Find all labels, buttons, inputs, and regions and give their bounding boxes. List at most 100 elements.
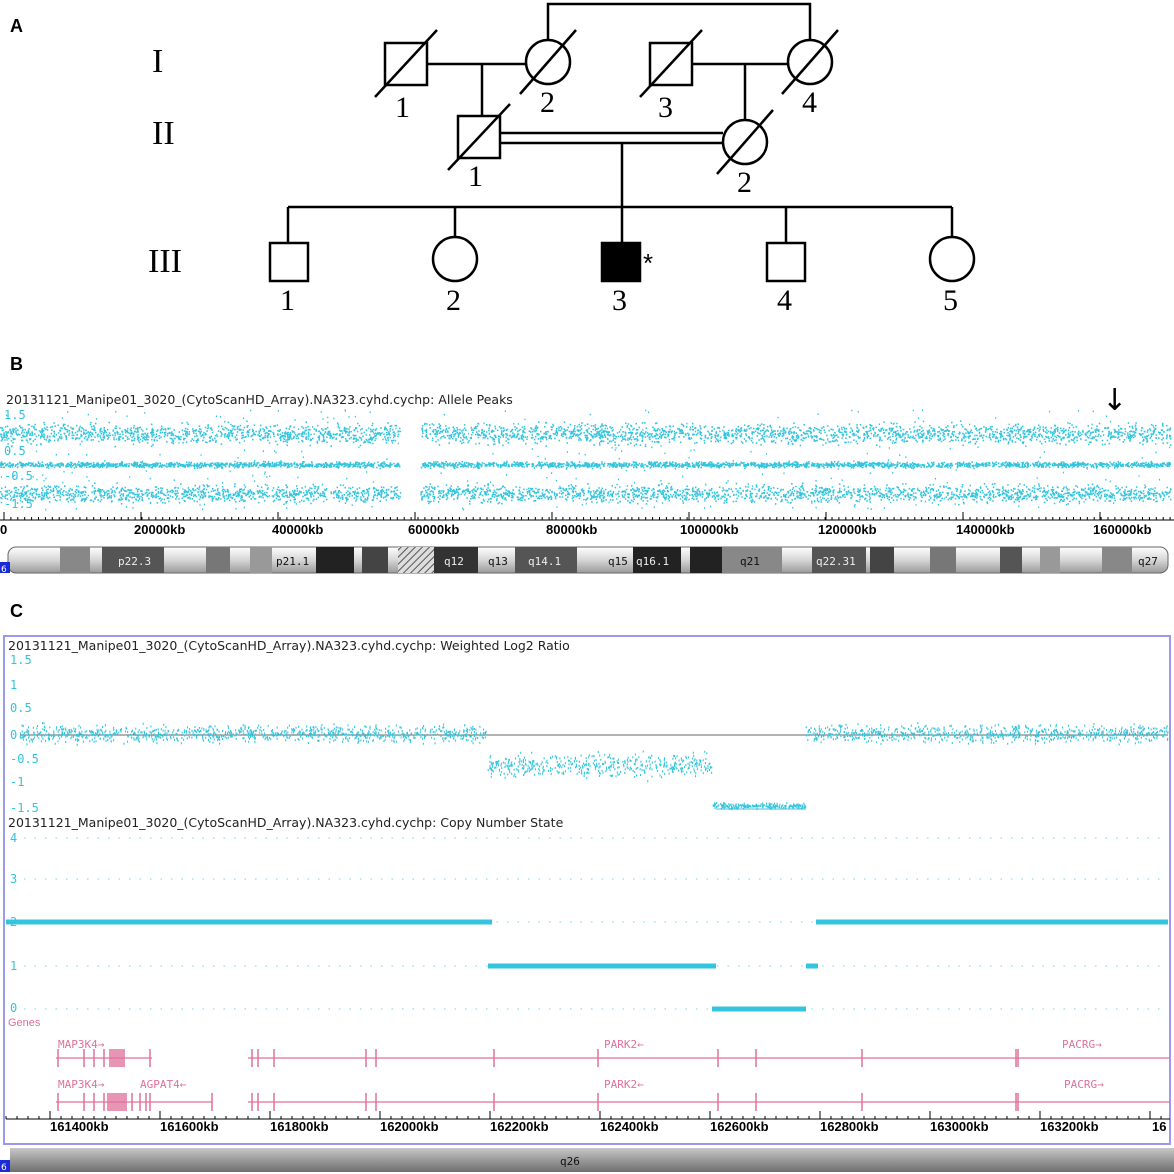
label-iii-4: 4 xyxy=(777,284,792,317)
cn-label-1: 1 xyxy=(10,959,17,973)
allele-x-ticks xyxy=(3,512,1171,520)
individual-ii-1 xyxy=(456,114,502,160)
chromosome-number: 6 xyxy=(1,565,7,575)
log2-dot-cloud xyxy=(19,722,1169,811)
band-q12: q12 xyxy=(444,555,464,568)
generation-label-i: I xyxy=(152,43,163,80)
log2-label-1-5: 1.5 xyxy=(10,653,32,667)
allele-y-label-2: 0.5 xyxy=(4,444,26,458)
chromosome-number-badge xyxy=(0,562,10,573)
label-iii-1: 1 xyxy=(280,284,295,317)
gene-label-agpat4: AGPAT4← xyxy=(140,1078,187,1091)
gene-row-2 xyxy=(56,1093,1170,1111)
label-iii-3: 3 xyxy=(612,284,627,317)
deceased-mark-ii-2 xyxy=(716,109,774,175)
x-tick-label-80000kb: 80000kb xyxy=(546,522,597,537)
gene-label-pacrg: PACRG→ xyxy=(1062,1038,1102,1051)
individual-i-2 xyxy=(524,38,572,86)
panel-letter-a: A xyxy=(10,16,23,36)
label-i-3: 3 xyxy=(658,91,673,124)
log2-label-neg0-5: -0.5 xyxy=(10,752,39,766)
c-x-ticks xyxy=(5,1111,1162,1119)
individual-iii-4 xyxy=(765,241,807,283)
gene-label-map3k4: MAP3K4→ xyxy=(58,1038,105,1051)
band-q15: q15 xyxy=(608,555,628,568)
pedigree-panel: A I II III xyxy=(10,2,976,317)
label-i-4: 4 xyxy=(802,86,817,119)
chromosome-ideogram: 6 p22.3 p21.1 q12 q13 q14.1 q15 q16.1 q2… xyxy=(0,546,1169,575)
x-tick-label-60000kb: 60000kb xyxy=(408,522,459,537)
individual-ii-2 xyxy=(721,118,769,166)
proband-mark: * xyxy=(643,248,653,278)
deceased-mark-i-2 xyxy=(519,29,577,95)
c-tick-162800kb: 162800kb xyxy=(820,1119,879,1134)
x-tick-label-40000kb: 40000kb xyxy=(272,522,323,537)
genes-track-title: Genes xyxy=(8,1017,41,1029)
c-tick-161600kb: 161600kb xyxy=(160,1119,219,1134)
log2-label-1: 1 xyxy=(10,678,17,692)
band-p21-1: p21.1 xyxy=(276,555,309,568)
band-q22-31: q22.31 xyxy=(816,555,856,568)
c-tick-162400kb: 162400kb xyxy=(600,1119,659,1134)
gene-label-map3k4-2: MAP3K4→ xyxy=(58,1078,105,1091)
label-i-1: 1 xyxy=(395,91,410,124)
label-iii-5: 5 xyxy=(943,284,958,317)
gene-exon-ticks xyxy=(57,1049,1019,1067)
c-tick-partial: 16 xyxy=(1152,1119,1166,1134)
allele-dots xyxy=(0,409,1172,511)
x-tick-label-0: 0 xyxy=(0,522,7,537)
allele-dot-cloud xyxy=(0,409,1172,511)
arrow-icon: ↓ xyxy=(1102,383,1127,418)
allele-y-label-1: 1.5 xyxy=(4,408,26,422)
log2-dots xyxy=(19,722,1169,811)
individual-i-4 xyxy=(786,38,834,86)
allele-track-area xyxy=(0,392,1174,524)
band-q26-bar xyxy=(10,1148,1174,1172)
sibling-connector-i2-i4 xyxy=(546,2,812,40)
gene-label-park2: PARK2← xyxy=(604,1038,644,1051)
band-q27: q27 xyxy=(1138,555,1158,568)
generation-label-ii: II xyxy=(152,115,175,152)
x-tick-label-20000kb: 20000kb xyxy=(134,522,185,537)
band-q16-1: q16.1 xyxy=(636,555,669,568)
band-q21: q21 xyxy=(740,555,760,568)
allele-y-label-4: -1.5 xyxy=(4,497,33,511)
label-i-2: 2 xyxy=(540,86,555,119)
cn-label-3: 3 xyxy=(10,872,17,886)
c-tick-162000kb: 162000kb xyxy=(380,1119,439,1134)
log2-label-neg1: -1 xyxy=(10,775,24,789)
deceased-mark-i-4 xyxy=(781,29,839,95)
plot-frame xyxy=(3,635,1171,1145)
gene-row-1 xyxy=(56,1049,1170,1067)
allele-y-label-3: -0.5 xyxy=(4,469,33,483)
x-tick-label-140000kb: 140000kb xyxy=(956,522,1015,537)
c-tick-163200kb: 163200kb xyxy=(1040,1119,1099,1134)
band-q13: q13 xyxy=(488,555,508,568)
x-tick-label-120000kb: 120000kb xyxy=(818,522,877,537)
band-p22-3: p22.3 xyxy=(118,555,151,568)
x-tick-label-160000kb: 160000kb xyxy=(1093,522,1152,537)
cn-label-0: 0 xyxy=(10,1001,17,1015)
log2-track-title: 20131121_Manipe01_3020_(CytoScanHD_Array… xyxy=(8,638,570,653)
gene-label-pacrg-2: PACRG→ xyxy=(1064,1078,1104,1091)
deceased-mark-ii-1 xyxy=(447,103,511,171)
generation-label-iii: III xyxy=(148,243,182,280)
chromosome-number-c: 6 xyxy=(1,1163,7,1173)
log2-label-neg1-5: -1.5 xyxy=(10,801,39,815)
c-axis-ticks xyxy=(5,1111,1162,1119)
cn-track-title: 20131121_Manipe01_3020_(CytoScanHD_Array… xyxy=(8,815,564,830)
chromosome-number-badge-c xyxy=(0,1160,10,1172)
x-tick-label-100000kb: 100000kb xyxy=(680,522,739,537)
allele-track-title: 20131121_Manipe01_3020_(CytoScanHD_Array… xyxy=(6,392,513,407)
individual-iii-1 xyxy=(268,241,310,283)
cn-segments xyxy=(6,919,1168,1012)
copy-number-panel: C 20131121_Manipe01_3020_(CytoScanHD_Arr… xyxy=(0,601,1174,1173)
individual-iii-3-affected xyxy=(600,241,642,283)
cn-label-4: 4 xyxy=(10,831,17,845)
log2-label-0-5: 0.5 xyxy=(10,701,32,715)
label-ii-2: 2 xyxy=(737,166,752,199)
label-iii-2: 2 xyxy=(446,284,461,317)
individual-iii-2 xyxy=(431,235,479,283)
log2-y-labels: 1.5 1 0.5 0 -0.5 -1 -1.5 xyxy=(10,653,39,815)
gene-label-park2-2: PARK2← xyxy=(604,1078,644,1091)
